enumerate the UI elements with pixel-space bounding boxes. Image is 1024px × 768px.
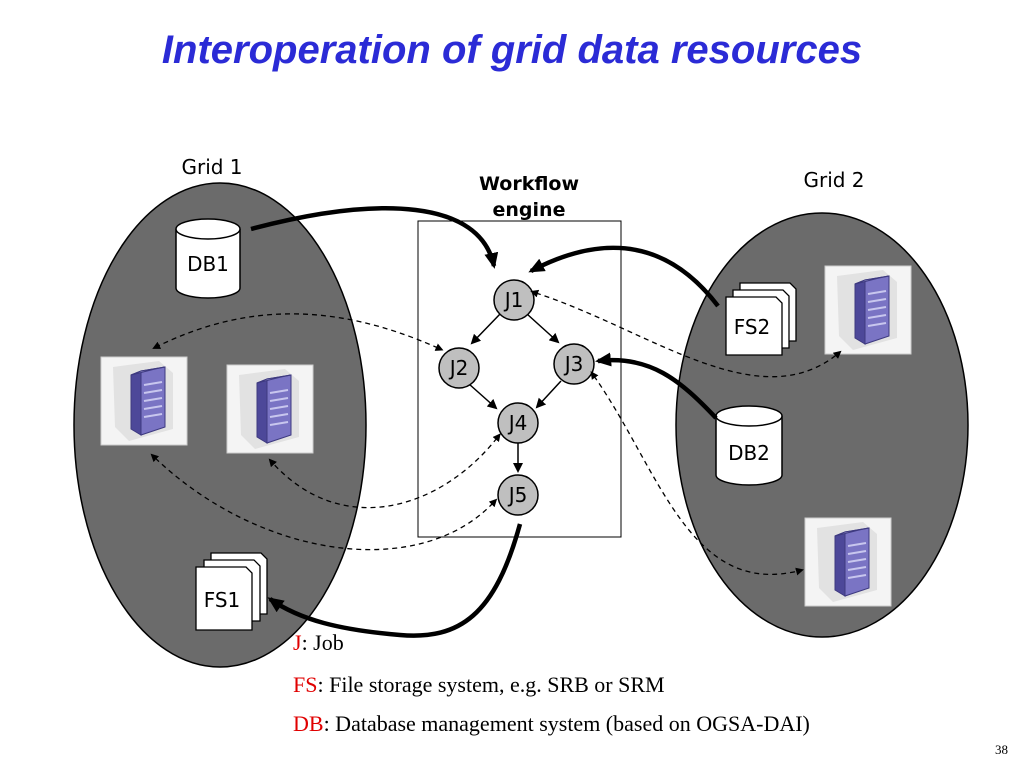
grid1-ellipse [73,182,367,668]
slide-title: Interoperation of grid data resources [161,28,863,72]
db2-cylinder: DB2 [715,405,783,486]
fs2-file-stack: FS2 [725,282,797,356]
legend-key-db: DB [293,711,324,736]
job-j3-label: J3 [563,352,584,376]
workflow-engine-label-line2: engine [493,199,566,221]
grid2-label: Grid 2 [803,168,864,192]
job-j1-label: J1 [503,288,524,312]
flow-fs2-to-j1 [528,245,720,308]
db2-label: DB2 [728,441,770,465]
server-icon-grid1-left [100,356,188,446]
legend-item-job: J: Job [293,630,344,656]
job-j3: J3 [553,343,595,385]
job-j1: J1 [493,279,535,321]
legend-key-job: J [293,630,302,655]
fs2-label: FS2 [734,315,771,339]
flow-j5-to-fs1 [267,523,523,638]
job-j5-label: J5 [507,483,528,507]
edge-j2-j4 [468,383,498,410]
legend-text-db: : Database management system (based on O… [323,711,810,736]
server-icon-grid2-bottom [804,517,892,607]
db1-label: DB1 [187,252,229,276]
job-j4-label: J4 [507,411,528,435]
db1-cylinder: DB1 [175,218,241,299]
job-j2: J2 [438,347,480,389]
dashed-j1-server-grid2-top [530,289,842,378]
grid1-label: Grid 1 [181,155,242,179]
server-icon-grid1-right [226,364,314,454]
edge-j1-j2 [470,312,502,345]
legend-key-fs: FS [293,672,318,697]
dashed-j3-server-grid2-bottom [590,371,804,576]
legend-item-fs: FS: File storage system, e.g. SRB or SRM [293,672,665,698]
legend-text-job: : Job [301,630,344,655]
legend-text-fs: : File storage system, e.g. SRB or SRM [317,672,665,697]
job-j4: J4 [497,402,539,444]
server-icon-grid2-top [824,265,912,355]
job-j5: J5 [497,474,539,516]
flow-db1-to-j1 [250,206,499,269]
dashed-j5-server-grid1-left [150,453,498,551]
page-number: 38 [995,742,1008,757]
legend-item-db: DB: Database management system (based on… [293,711,810,737]
job-j2-label: J2 [448,356,469,380]
fs1-file-stack: FS1 [195,552,268,631]
edge-j3-j4 [535,380,562,409]
fs1-label: FS1 [204,588,241,612]
workflow-engine-label-line1: Workflow [479,173,579,195]
dashed-j2-server-grid1-left [152,313,444,351]
